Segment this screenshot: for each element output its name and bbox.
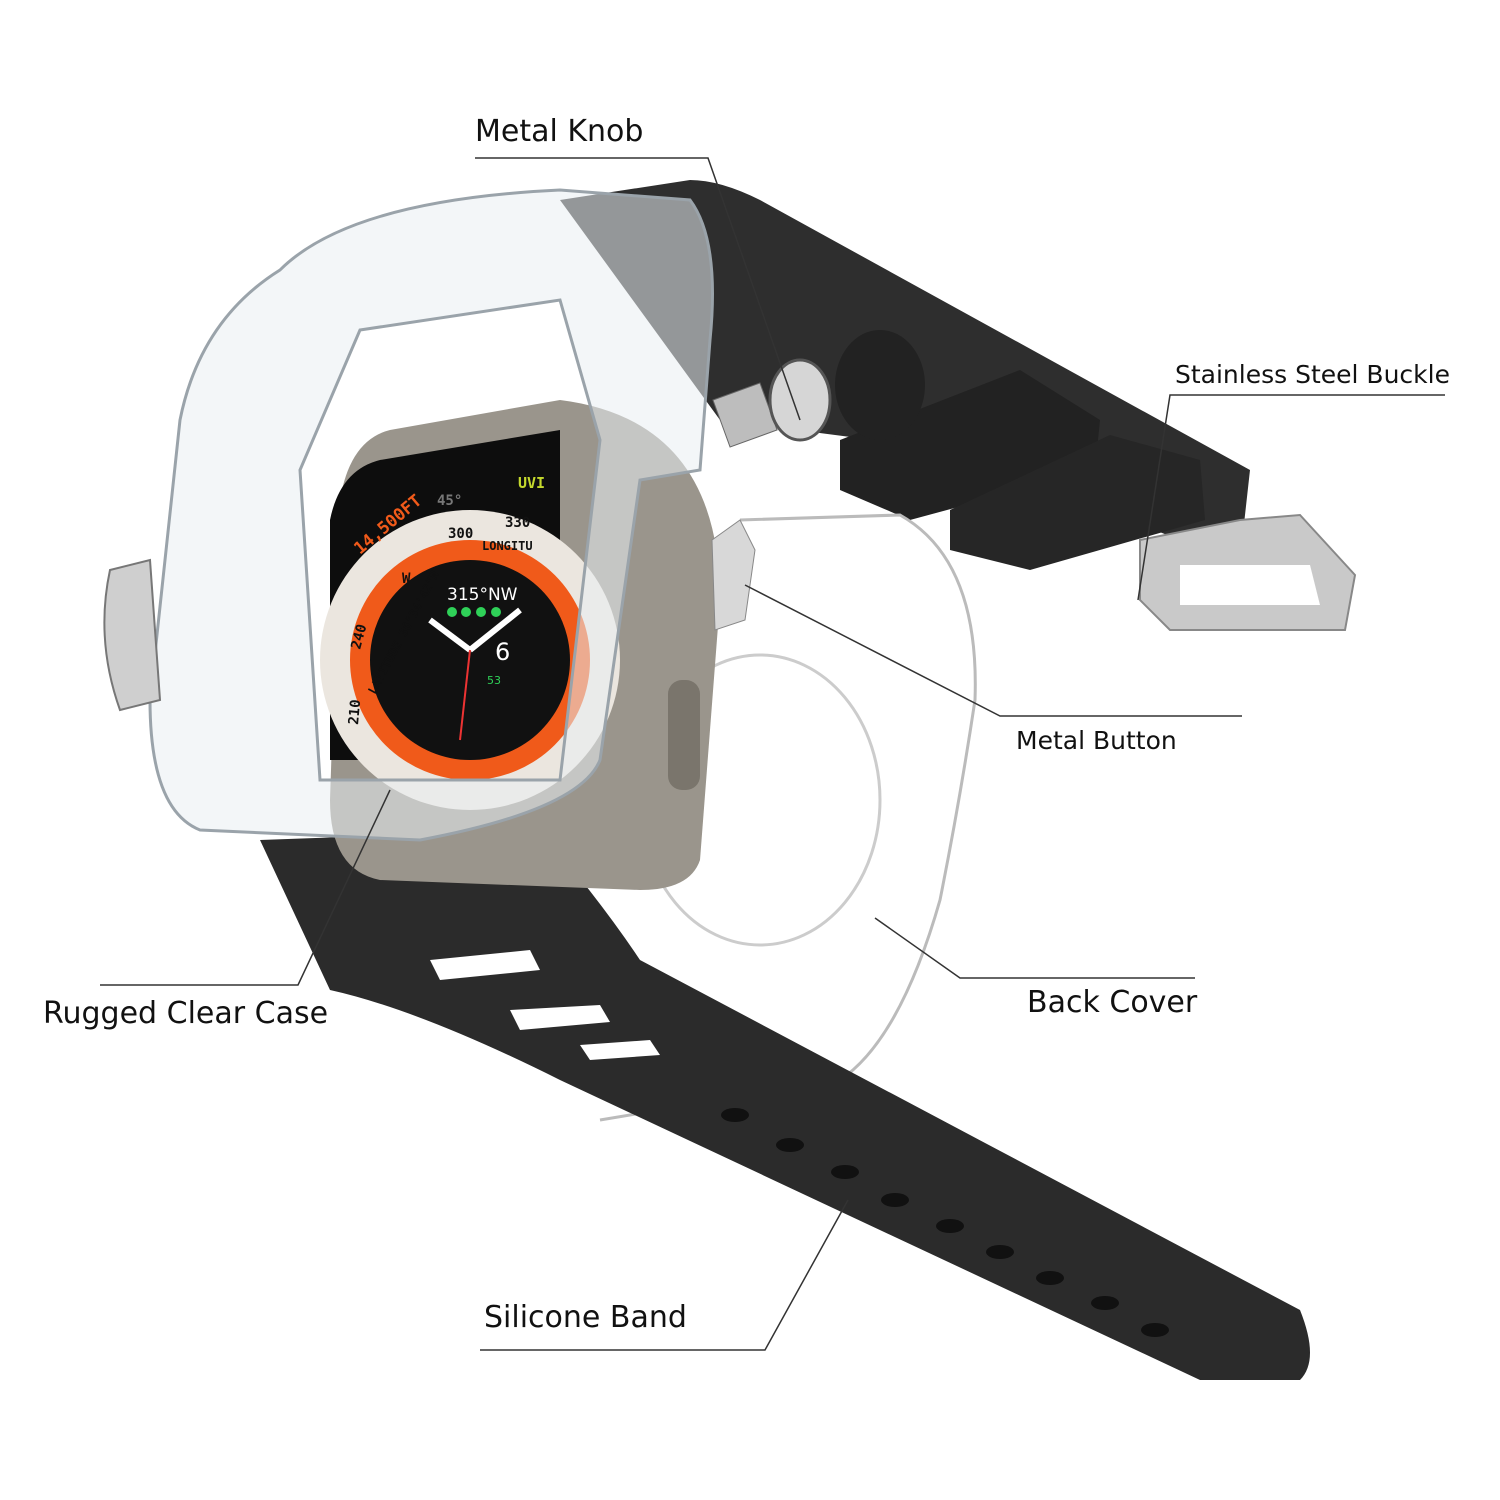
label-silicone-band: Silicone Band [484, 1300, 687, 1335]
side-knob [103, 558, 162, 712]
stainless-steel-buckle [1139, 513, 1357, 631]
label-back-cover: Back Cover [1027, 985, 1198, 1020]
metal-knob [712, 330, 925, 448]
band-keeper [950, 435, 1205, 570]
tick-300: 300 [448, 526, 473, 542]
label-rugged-clear-case: Rugged Clear Case [43, 996, 329, 1031]
metal-button [668, 680, 700, 790]
tick-210: 210 [346, 699, 364, 726]
rugged-clear-case [148, 188, 714, 842]
label-metal-button: Metal Button [1016, 726, 1177, 755]
leader-lines [100, 157, 1445, 1351]
tick-240: 240 [348, 622, 370, 651]
label-metal-knob: Metal Knob [475, 114, 644, 149]
seconds-text: 53 [487, 674, 501, 687]
watch-screen: 14,500FT 45° UVI 300 330 240 210 W LATIT… [320, 430, 620, 810]
west-text: W [402, 571, 411, 587]
longitude-text: LONGITU [482, 539, 533, 553]
green-dots [447, 607, 501, 617]
band-holes [721, 1108, 1169, 1337]
heading-text: 315°NW [447, 585, 518, 605]
tick-330: 330 [505, 515, 530, 531]
lower-band [260, 830, 1310, 1380]
label-stainless-steel-buckle: Stainless Steel Buckle [1175, 360, 1450, 389]
uv-text: UVI [518, 474, 545, 492]
incline-text: 45° [437, 493, 462, 509]
metal-button-guard [711, 519, 756, 631]
back-cover [599, 513, 977, 1122]
band-slots [430, 950, 660, 1060]
hour-text: 6 [495, 638, 510, 666]
